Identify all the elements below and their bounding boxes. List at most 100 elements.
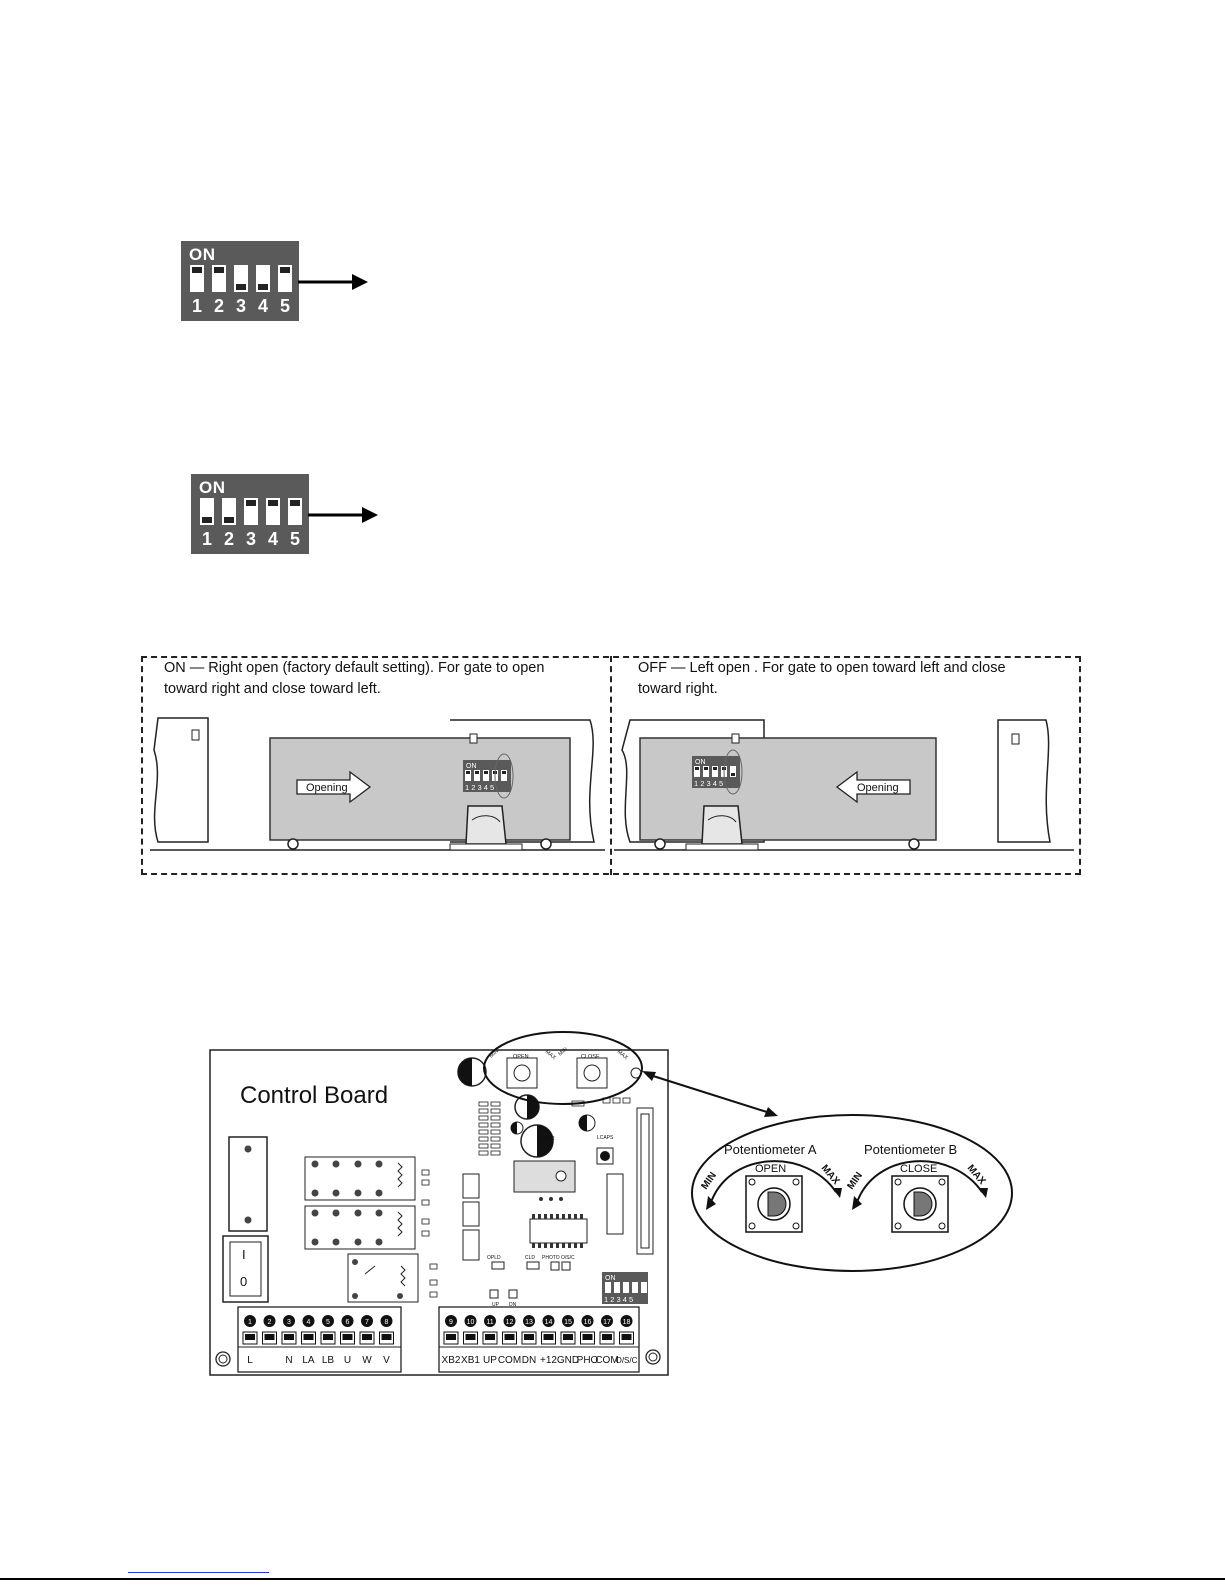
- potentiometer-callout-link: [483, 1031, 778, 1117]
- terminal-label: +12: [540, 1355, 557, 1366]
- svg-text:0: 0: [240, 1274, 247, 1289]
- dip-on-label: ON: [189, 245, 216, 264]
- terminal-screw-head: [264, 1334, 275, 1340]
- svg-text:ON: ON: [466, 763, 477, 770]
- terminal-label: PHO: [577, 1355, 599, 1366]
- potentiometer-a-title: Potentiometer A: [724, 1142, 817, 1157]
- terminal-screw-head: [524, 1334, 534, 1340]
- dip-number: 1: [191, 296, 202, 316]
- terminal-number: 12: [506, 1319, 514, 1326]
- terminal-number: 16: [584, 1319, 592, 1326]
- svg-text:1 2 3 4 5: 1 2 3 4 5: [694, 779, 723, 788]
- terminal-number: 3: [287, 1319, 291, 1326]
- svg-text:ON: ON: [695, 759, 706, 766]
- terminal-label: O/S/C: [616, 1356, 638, 1365]
- terminal-label: N: [285, 1355, 292, 1366]
- terminal-number-marker: [523, 1315, 535, 1327]
- svg-text:DN: DN: [509, 1302, 517, 1308]
- dip-knob: [258, 284, 268, 290]
- terminal-number: 8: [385, 1319, 389, 1326]
- dip-knob: [192, 267, 202, 273]
- dip-slot-1: [190, 265, 204, 292]
- terminal-number: 2: [268, 1319, 272, 1326]
- terminal-screw-head: [303, 1334, 314, 1340]
- terminal-label: U: [344, 1355, 351, 1366]
- terminal-number: 10: [467, 1319, 475, 1326]
- potentiometer-b-title: Potentiometer B: [864, 1142, 957, 1157]
- dip-slot-5: [288, 498, 302, 525]
- terminal-number: 17: [603, 1319, 611, 1326]
- svg-text:I: I: [242, 1247, 246, 1262]
- terminal-number: 9: [449, 1319, 453, 1326]
- off-caption-line1: OFF — Left open . For gate to open towar…: [638, 660, 1006, 676]
- voltage-regulator: [513, 1160, 576, 1193]
- dip-slot-2: [222, 498, 236, 525]
- on-caption-line1: ON — Right open (factory default setting…: [164, 660, 545, 676]
- svg-text:1 2 3 4 5: 1 2 3 4 5: [604, 1295, 633, 1304]
- terminal-number-marker: [581, 1315, 594, 1327]
- off-caption: OFF — Left open . For gate to open towar…: [638, 658, 1078, 700]
- dip-knob: [236, 284, 246, 290]
- control-board: Control Board I 0 MIN MAX MIN MAX OPEN C…: [209, 1046, 669, 1376]
- terminal-label: LA: [302, 1355, 315, 1366]
- relay: [347, 1253, 419, 1303]
- terminal-number-marker: [322, 1315, 334, 1327]
- terminal-screw-head: [446, 1334, 456, 1340]
- microcontroller: [529, 1218, 588, 1244]
- opening-label: Opening: [857, 782, 899, 794]
- footer-rule: [0, 1578, 1225, 1580]
- svg-text:CLOSE: CLOSE: [581, 1054, 600, 1060]
- svg-text:LCAPS: LCAPS: [597, 1135, 614, 1141]
- dip-slot-4: [266, 498, 280, 525]
- terminal-label: COM: [498, 1355, 521, 1366]
- terminal-label: W: [362, 1355, 372, 1366]
- svg-text:CLOSE: CLOSE: [900, 1163, 937, 1175]
- terminal-number: 11: [486, 1319, 493, 1326]
- terminal-label: XB1: [461, 1355, 480, 1366]
- terminal-screw-head: [465, 1334, 476, 1340]
- svg-text:OPEN: OPEN: [755, 1163, 786, 1175]
- terminal-label: UP: [483, 1355, 497, 1366]
- terminal-number-marker: [445, 1315, 457, 1327]
- dip-number: 2: [213, 296, 224, 316]
- terminal-number-marker: [620, 1315, 633, 1327]
- potentiometer-a: [745, 1175, 803, 1233]
- terminal-number: 14: [545, 1319, 553, 1326]
- terminal-number: 4: [307, 1319, 311, 1326]
- dip-2-arrow: [308, 507, 378, 523]
- terminal-number-marker: [361, 1315, 373, 1327]
- terminal-number: 15: [564, 1319, 572, 1326]
- terminal-number: 18: [623, 1319, 631, 1326]
- terminal-label: LB: [322, 1355, 335, 1366]
- terminal-number-marker: [263, 1315, 276, 1327]
- terminal-screw-head: [362, 1334, 372, 1340]
- terminal-number: 6: [346, 1319, 350, 1326]
- terminal-number-marker: [464, 1315, 477, 1327]
- svg-text:PHOTO: PHOTO: [542, 1255, 560, 1261]
- svg-text:ON: ON: [605, 1275, 616, 1282]
- dip-number: 2: [223, 529, 234, 549]
- diagram-divider: [610, 656, 612, 875]
- terminal-screw-head: [504, 1334, 515, 1340]
- dip-number: 3: [235, 296, 246, 316]
- terminal-label: COM: [595, 1355, 618, 1366]
- terminal-number-marker: [302, 1315, 315, 1327]
- board-title: Control Board: [240, 1082, 388, 1109]
- svg-text:1 2 3 4 5: 1 2 3 4 5: [465, 783, 494, 792]
- terminal-screw-head: [563, 1334, 573, 1340]
- dip-number: 1: [201, 529, 212, 549]
- dip-slot-4: [256, 265, 270, 292]
- dip-knob: [214, 267, 224, 273]
- terminal-screw-head: [621, 1334, 632, 1340]
- terminal-number-marker: [542, 1315, 555, 1327]
- svg-text:PWR: PWR: [543, 1136, 555, 1142]
- svg-text:CLD: CLD: [525, 1255, 535, 1261]
- off-caption-line2: toward right.: [638, 681, 718, 697]
- terminal-screw-head: [342, 1334, 353, 1340]
- opening-arrow-left: [835, 770, 911, 804]
- svg-text:MIN: MIN: [488, 1048, 500, 1059]
- terminal-number: 7: [365, 1319, 369, 1326]
- gate-motor: [465, 805, 507, 845]
- terminal-label: XB2: [442, 1355, 461, 1366]
